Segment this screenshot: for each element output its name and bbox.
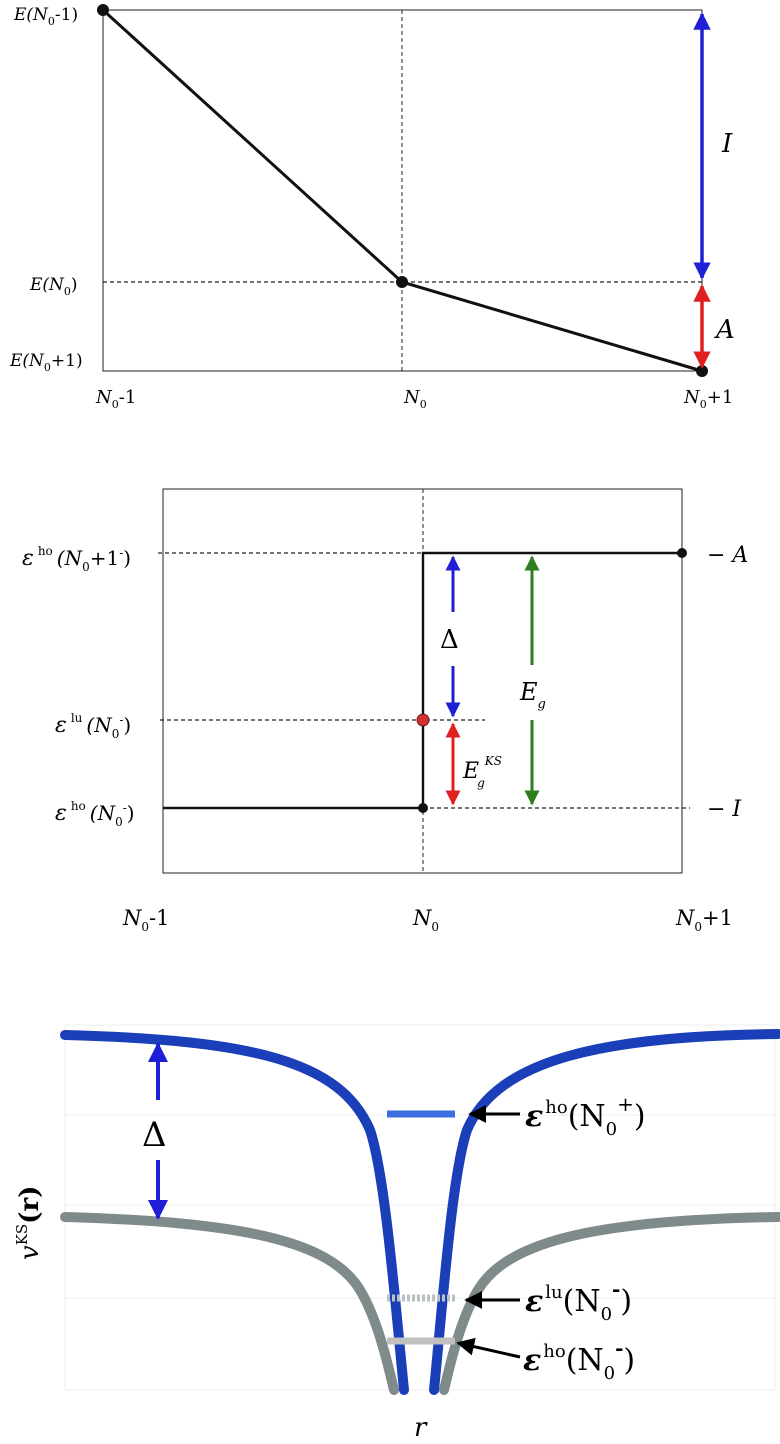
lower-potential-curve [60, 1212, 780, 1395]
delta-label-b: Δ [440, 625, 459, 655]
ho-point-np1 [677, 548, 687, 558]
y-axis-label-c: vKS(r) [13, 1186, 45, 1261]
panel-c-grid [64, 1024, 776, 1391]
lu-point-n [416, 713, 430, 727]
right-label-minus-i: − I [707, 797, 742, 822]
x-label-b-n: N0 [412, 906, 439, 934]
energy-curve [101, 8, 703, 373]
energy-point-n [396, 276, 408, 288]
delta-label-c: Δ [142, 1115, 167, 1155]
pointer-ho-minus [456, 1337, 521, 1359]
x-label-b-np1: N0+1 [675, 906, 733, 934]
ionization-label: I [721, 129, 733, 159]
panel-a-total-energy: I A E(N0-1) E(N0) E(N0+1) N0-1 N0 N0+1 [9, 4, 735, 411]
egks-label: EgKS [462, 754, 502, 790]
x-label-nm1: N0-1 [95, 387, 136, 411]
y-label-e-nm1: E(N0-1) [13, 5, 78, 28]
x-label-n: N0 [403, 387, 427, 411]
x-label-np1: N0+1 [683, 387, 733, 411]
panel-a-frame [102, 9, 703, 372]
y-label-e-n: E(N0) [29, 275, 78, 298]
right-label-minus-a: − A [707, 543, 748, 568]
energy-point-nm1 [97, 4, 109, 16]
ho-point-n [418, 803, 428, 813]
x-axis-label-c: r [414, 1413, 428, 1443]
ho-eigenvalue-curve [163, 551, 682, 810]
affinity-label: A [714, 315, 735, 345]
x-label-b-nm1: N0-1 [122, 906, 169, 934]
y-label-e-np1: E(N0+1) [9, 351, 83, 374]
eg-label: Eg [519, 678, 546, 712]
upper-potential-curve [60, 1029, 780, 1395]
